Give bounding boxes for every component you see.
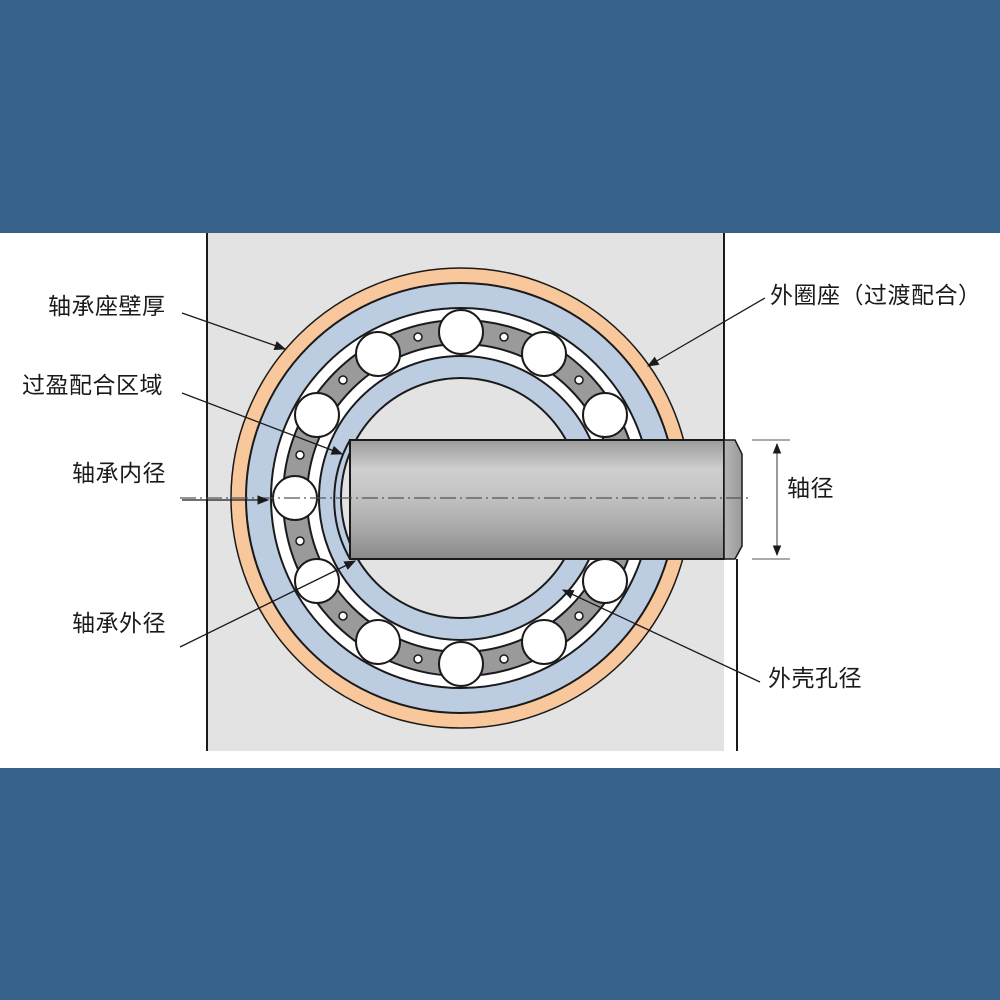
label-interference-fit-zone: 过盈配合区域 xyxy=(22,373,163,399)
label-bearing-inner-diameter: 轴承内径 xyxy=(72,461,166,487)
ball xyxy=(582,392,628,438)
top-background-band xyxy=(0,0,1000,233)
ball xyxy=(438,309,484,355)
ball xyxy=(438,641,484,687)
ball xyxy=(294,392,340,438)
leader-interference-fit-zone xyxy=(181,392,344,455)
ball xyxy=(521,331,567,377)
ball xyxy=(582,558,628,604)
bottom-background-band xyxy=(0,768,1000,1000)
label-outer-ring-seat: 外圈座（过渡配合） xyxy=(770,283,982,309)
leader-housing-bore-diameter xyxy=(561,589,761,683)
ball xyxy=(294,558,340,604)
leader-housing-wall-thickness xyxy=(181,312,287,350)
ball xyxy=(355,331,401,377)
shaft xyxy=(349,439,743,560)
leader-outer-ring-seat xyxy=(646,297,766,367)
label-housing-wall-thickness: 轴承座壁厚 xyxy=(48,294,166,320)
leader-lines xyxy=(179,297,766,683)
shaft-diameter-dimension xyxy=(752,439,790,560)
label-bearing-outer-diameter: 轴承外径 xyxy=(72,611,166,637)
ball xyxy=(355,619,401,665)
ball xyxy=(521,619,567,665)
leader-bearing-outer-diameter xyxy=(179,560,357,648)
label-shaft-diameter: 轴径 xyxy=(787,476,834,502)
label-housing-bore-diameter: 外壳孔径 xyxy=(768,666,862,692)
